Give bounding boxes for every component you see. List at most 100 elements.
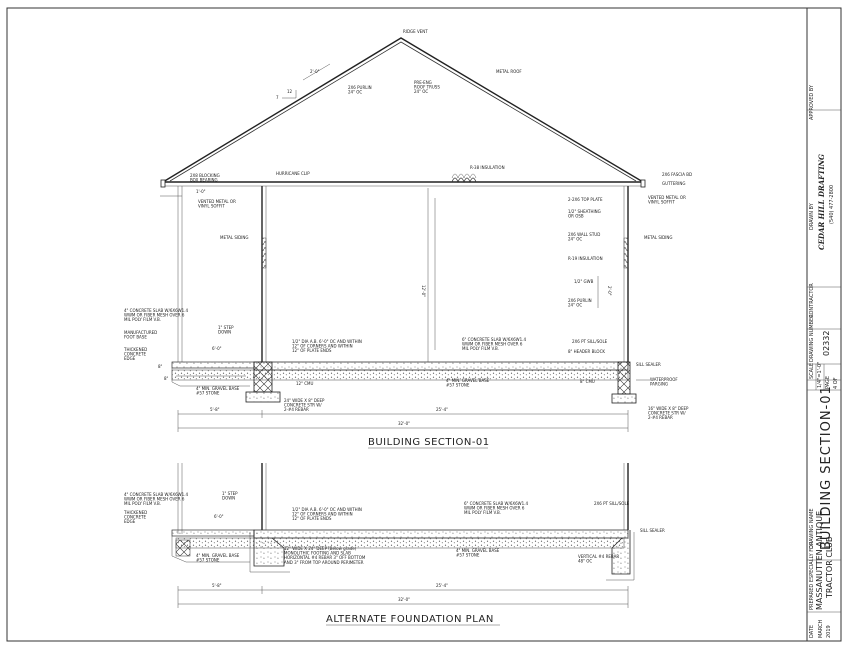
- slab: [253, 361, 629, 371]
- tb-scale-label: SCALE: [809, 363, 815, 379]
- gravel-base: [171, 369, 629, 381]
- label-girt-space: 2'-0": [607, 286, 612, 296]
- label-dim-8a: 8": [158, 364, 163, 369]
- tb-date-label: DATE: [809, 625, 815, 638]
- label-sill-sole: 2X6 PT SILL/SOLE: [572, 339, 608, 344]
- tb-drawn-by: DRAWN BY: [809, 202, 815, 230]
- label-r19: R-19 INSULATION: [568, 256, 603, 261]
- sheet-border: [6, 7, 842, 642]
- label-cmu-left: 12" CMU: [296, 381, 313, 386]
- tb-client-2: TRACTOR CLUB: [825, 537, 834, 599]
- alt-label-slab-width: 6'-0": [214, 514, 224, 519]
- alt-label-gravel-center: 4" MIN. GRAVEL BASE#57 STONE: [456, 548, 500, 558]
- alt-left-footing: [253, 530, 285, 567]
- alt-label-footing: 12" WIDE X 24" DEEP (Below grade)MONOLIT…: [284, 546, 366, 565]
- label-ridge-vent: RIDGE VENT: [403, 29, 428, 34]
- building-section: [160, 37, 650, 432]
- tb-drawing-number-label: DRAWING NUMBER: [809, 314, 815, 362]
- label-metal-siding-left: METAL SIDING: [220, 235, 248, 240]
- tb-page-label: PAGE: [825, 376, 831, 389]
- roof-outline: [162, 37, 644, 183]
- label-sill-sealer: SILL SEALER: [636, 362, 661, 367]
- label-metal-siding-right: METAL SIDING: [644, 235, 672, 240]
- tb-drawing-number: 02332: [822, 331, 831, 356]
- label-gwb: 1/2" GWB: [574, 279, 594, 284]
- tb-approved-by: APPROVED BY: [809, 84, 815, 120]
- roof-inner: [169, 41, 637, 182]
- alt-title: ALTERNATE FOUNDATION PLAN: [326, 614, 494, 625]
- tb-page: 4 OF: [833, 377, 839, 389]
- tb-prepared-for: PREPARED ESPECIALLY FOR: [809, 541, 815, 610]
- left-footing: [245, 391, 281, 403]
- label-dim-right: 25'-4": [436, 407, 448, 412]
- label-dim-total: 32'-0": [398, 421, 410, 426]
- label-overhang-top: 2'-0": [310, 69, 320, 74]
- tb-drawing-name: BUILDING SECTION-01: [819, 385, 834, 550]
- alt-label-dim-total: 32'-0": [398, 597, 410, 602]
- left-cmu: [253, 361, 273, 393]
- label-guttering: GUTTERING: [662, 181, 685, 186]
- tb-company: CEDAR HILL DRAFTING: [817, 154, 826, 250]
- alternate-foundation: [171, 463, 635, 608]
- alt-label-dim-left: 5'-8": [212, 583, 222, 588]
- alt-label-dim-right: 25'-4": [436, 583, 448, 588]
- label-pitch-run: 7: [276, 95, 279, 100]
- tb-scale: 1/4"=1'-0": [817, 362, 823, 388]
- label-metal-roof: METAL ROOF: [496, 69, 522, 74]
- tb-date-1: MARCH: [818, 620, 824, 638]
- label-top-plate: 2-2X6 TOP PLATE: [568, 197, 603, 202]
- label-overhang-left: 1'-0": [196, 189, 206, 194]
- label-dim-left: 5'-8": [210, 407, 220, 412]
- tb-contractor: CONTRACTOR: [809, 283, 815, 318]
- label-header-block: 8" HEADER BLOCK: [568, 349, 605, 354]
- section-labels: RIDGE VENT METAL ROOF 2'-0" 12 7 2X6 PUR…: [123, 29, 692, 449]
- alt-label-sill-sealer: SILL SEALER: [640, 528, 665, 533]
- alt-label-gravel-left: 4" MIN. GRAVEL BASE#57 STONE: [196, 553, 240, 563]
- alt-right-footing: [611, 530, 631, 575]
- label-pitch-rise: 12: [287, 89, 293, 94]
- label-fascia: 2X6 FASCIA BD: [662, 172, 692, 177]
- tb-phone: (540) 477-2800: [829, 185, 835, 224]
- label-gravel-left: 4" MIN. GRAVEL BASE#57 STONE: [196, 386, 240, 396]
- label-dim-8b: 8": [164, 376, 169, 381]
- tb-client-1: MASSANUTTEN ANTIQUE: [815, 511, 824, 610]
- title-block: APPROVED BY DRAWN BY CEDAR HILL DRAFTING…: [806, 8, 841, 641]
- tb-drawing-name-label: DRAWING NAME: [809, 508, 815, 549]
- label-cmu-right: 8" CMU: [580, 379, 595, 384]
- label-hurricane: HURRICANE CLIP: [276, 171, 310, 176]
- alt-label-sill-sole: 2X6 PT SILL/SOLE: [594, 501, 630, 506]
- label-wall-height: 12'-0": [421, 285, 426, 297]
- right-footing: [611, 393, 637, 404]
- right-cmu: [617, 361, 631, 395]
- label-gravel-center: 4" MIN. GRAVEL BASE#57 STONE: [446, 378, 490, 388]
- tb-date-2: 2019: [826, 625, 832, 638]
- label-slab-width: 6'-0": [212, 346, 222, 351]
- section-title: BUILDING SECTION-01: [368, 437, 490, 448]
- label-r38: R-38 INSULATION: [470, 165, 505, 170]
